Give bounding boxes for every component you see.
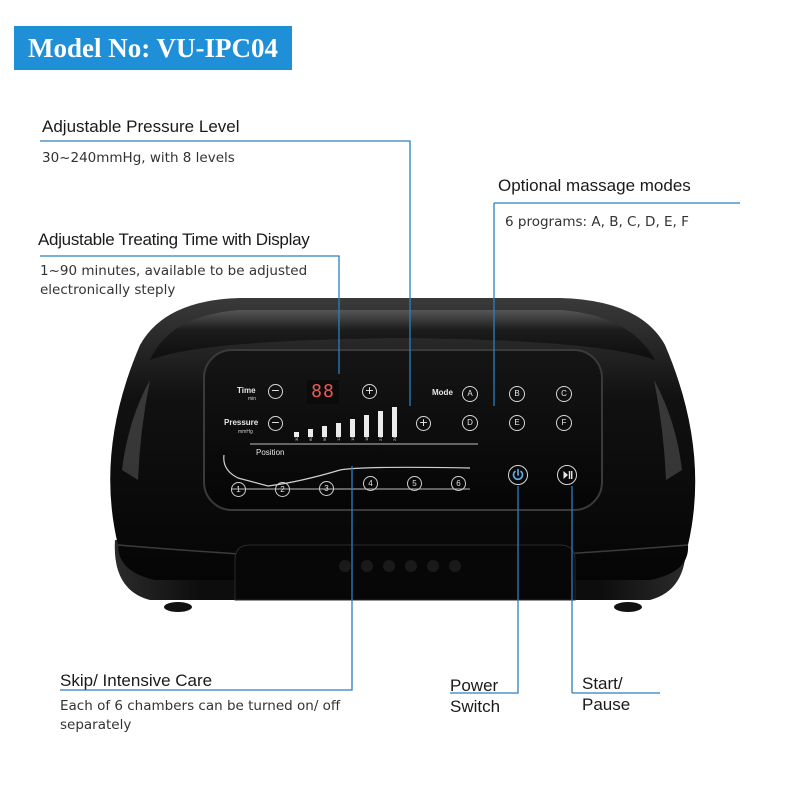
pressure-callout-title: Adjustable Pressure Level bbox=[42, 117, 240, 136]
mode-label: Mode bbox=[432, 388, 453, 397]
air-outlets bbox=[339, 560, 461, 572]
mode-d-button[interactable]: D bbox=[462, 415, 478, 431]
callout-lines bbox=[40, 140, 740, 694]
time-minus-button[interactable]: − bbox=[268, 384, 283, 399]
chamber-5-button[interactable]: 5 bbox=[407, 476, 422, 491]
pressure-callout-desc: 30~240mmHg, with 8 levels bbox=[42, 150, 235, 166]
mode-b-button[interactable]: B bbox=[509, 386, 525, 402]
carry-handle bbox=[234, 544, 576, 601]
power-icon bbox=[512, 468, 524, 481]
model-badge: Model No: VU-IPC04 bbox=[14, 26, 292, 70]
mode-f-button[interactable]: F bbox=[556, 415, 572, 431]
chamber-2-button[interactable]: 2 bbox=[275, 482, 290, 497]
start-pause-button[interactable] bbox=[557, 465, 577, 485]
pressure-level-8: 240 bbox=[392, 434, 397, 441]
skip-callout-title: Skip/ Intensive Care bbox=[60, 671, 213, 690]
mode-e-button[interactable]: E bbox=[509, 415, 525, 431]
time-unit: min bbox=[248, 396, 257, 402]
power-callout-line1: Power bbox=[450, 676, 499, 695]
start-callout-title: Start/ Pause bbox=[582, 673, 630, 715]
time-callout-title: Adjustable Treating Time with Display bbox=[38, 230, 310, 249]
pressure-level-5: 150 bbox=[350, 434, 355, 441]
position-label: Position bbox=[256, 448, 285, 457]
time-callout-desc: 1~90 minutes, available to be adjusted e… bbox=[40, 263, 308, 298]
time-display: 88 bbox=[307, 380, 339, 404]
pressure-unit: mmHg bbox=[238, 429, 253, 435]
skip-callout-desc: Each of 6 chambers can be turned on/ off… bbox=[60, 698, 341, 733]
chamber-4-button[interactable]: 4 bbox=[363, 476, 378, 491]
pressure-level-3: 90 bbox=[322, 436, 327, 441]
modes-callout-title: Optional massage modes bbox=[498, 176, 691, 195]
pressure-level-4: 120 bbox=[336, 434, 341, 441]
modes-callout-desc: 6 programs: A, B, C, D, E, F bbox=[505, 214, 689, 230]
chamber-3-button[interactable]: 3 bbox=[319, 481, 334, 496]
control-panel bbox=[203, 349, 603, 511]
pressure-level-2: 60 bbox=[308, 436, 313, 441]
power-button[interactable] bbox=[508, 465, 528, 485]
power-callout-line2: Switch bbox=[450, 697, 501, 716]
pressure-level-6: 180 bbox=[364, 434, 369, 441]
start-callout-line1: Start/ bbox=[582, 674, 623, 693]
leg-outline bbox=[223, 454, 471, 487]
time-plus-button[interactable]: + bbox=[362, 384, 377, 399]
mode-c-button[interactable]: C bbox=[556, 386, 572, 402]
time-label: Time bbox=[237, 386, 256, 395]
pressure-plus-button[interactable]: + bbox=[416, 416, 431, 431]
chamber-1-button[interactable]: 1 bbox=[231, 482, 246, 497]
play-pause-icon bbox=[563, 471, 573, 479]
pressure-level-bars bbox=[294, 407, 397, 437]
pressure-label: Pressure bbox=[224, 418, 259, 427]
pressure-minus-button[interactable]: − bbox=[268, 416, 283, 431]
start-callout-line2: Pause bbox=[582, 695, 631, 714]
mode-a-button[interactable]: A bbox=[462, 386, 478, 402]
pressure-level-1: 30 bbox=[294, 436, 299, 441]
pressure-level-7: 210 bbox=[378, 434, 383, 441]
chamber-6-button[interactable]: 6 bbox=[451, 476, 466, 491]
power-callout-title: Power Switch bbox=[450, 675, 500, 717]
